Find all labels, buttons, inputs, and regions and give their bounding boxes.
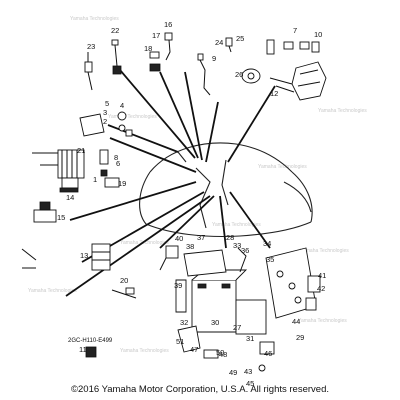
callout-42: 42 xyxy=(317,284,325,293)
callout-37: 37 xyxy=(197,233,205,242)
callout-25: 25 xyxy=(236,34,244,43)
part-22-sensor xyxy=(111,39,122,75)
watermark-text: Yamaha Technologies xyxy=(120,348,169,354)
part-24-grommet xyxy=(225,37,233,53)
callout-15: 15 xyxy=(57,213,65,222)
part-27-case xyxy=(235,299,267,335)
callout-32: 32 xyxy=(180,318,188,327)
callout-1: 1 xyxy=(93,175,97,184)
part-15-connector xyxy=(33,201,57,223)
callout-9: 9 xyxy=(212,54,216,63)
watermark-text: Yamaha Technologies xyxy=(120,240,169,246)
watermark-text: Yamaha Technologies xyxy=(298,318,347,324)
callout-48: 48 xyxy=(219,350,227,359)
callout-14: 14 xyxy=(66,193,74,202)
callout-18: 18 xyxy=(144,44,152,53)
callout-10: 10 xyxy=(314,30,322,39)
battery-tray xyxy=(191,269,248,333)
part-8-fuse-holder xyxy=(99,149,109,177)
watermark-text: Yamaha Technologies xyxy=(28,288,77,294)
callout-7: 7 xyxy=(293,26,297,35)
part-11-code-tag xyxy=(85,346,97,358)
callout-38: 38 xyxy=(186,242,194,251)
callout-16: 16 xyxy=(164,20,172,29)
callout-33: 33 xyxy=(233,241,241,250)
callout-40: 40 xyxy=(175,234,183,243)
callout-3: 3 xyxy=(103,108,107,117)
part-37-holder xyxy=(183,249,227,277)
callout-22: 22 xyxy=(111,26,119,35)
watermark-group: Yamaha Technologies Yamaha Technologies … xyxy=(28,16,367,354)
callout-43: 43 xyxy=(244,367,252,376)
part-18-clip xyxy=(149,51,161,72)
callout-47: 47 xyxy=(190,345,198,354)
leader-lines xyxy=(21,69,276,297)
part-39-bracket xyxy=(175,279,187,313)
watermark-text: Yamaha Technologies xyxy=(70,16,119,22)
callout-11: 11 xyxy=(79,345,87,354)
part-9-harness-lead xyxy=(197,53,211,96)
callout-19: 19 xyxy=(118,179,126,188)
callout-13: 13 xyxy=(80,251,88,260)
part-2-4-bolts xyxy=(79,111,133,137)
callout-50: 50 xyxy=(216,348,224,357)
callout-46: 46 xyxy=(264,349,272,358)
part-47-harness-clip xyxy=(177,325,201,353)
part-50-coupler xyxy=(203,349,219,359)
callout-28: 28 xyxy=(226,233,234,242)
callout-31: 31 xyxy=(246,334,254,343)
part-12-control-unit xyxy=(269,61,327,101)
callout-12: 12 xyxy=(270,89,278,98)
callout-5: 5 xyxy=(105,99,109,108)
callout-29: 29 xyxy=(296,333,304,342)
callout-8: 8 xyxy=(114,153,118,162)
part-code-label: 2GC-H110-E499 xyxy=(68,338,113,344)
callout-30: 30 xyxy=(211,318,219,327)
part-21-regulator xyxy=(57,149,85,193)
part-7-connector-set xyxy=(266,39,320,55)
callout-27: 27 xyxy=(233,323,241,332)
callout-51: 51 xyxy=(176,337,184,346)
part-23-wire-lead xyxy=(84,52,93,91)
part-19-clamp xyxy=(104,177,120,188)
part-20-stud xyxy=(111,287,137,299)
watermark-text: Yamaha Technologies xyxy=(300,248,349,254)
callout-34: 34 xyxy=(263,239,271,248)
callout-4: 4 xyxy=(120,101,124,110)
callout-21: 21 xyxy=(77,146,85,155)
copyright-notice: ©2016 Yamaha Motor Corporation, U.S.A. A… xyxy=(71,384,329,395)
part-45-bolt xyxy=(258,364,266,372)
callout-26: 26 xyxy=(235,70,243,79)
callout-44: 44 xyxy=(292,317,300,326)
callout-49: 49 xyxy=(229,368,237,377)
callout-36: 36 xyxy=(241,246,249,255)
part-13-connector-block xyxy=(91,243,111,271)
callout-2: 2 xyxy=(103,117,107,126)
part-44-relay xyxy=(259,341,275,355)
part-26-relay xyxy=(241,68,261,84)
callout-24: 24 xyxy=(215,38,223,47)
callout-23: 23 xyxy=(87,42,95,51)
watermark-text: Yamaha Technologies xyxy=(212,222,261,228)
callout-17: 17 xyxy=(152,31,160,40)
callout-39: 39 xyxy=(174,281,182,290)
part-16-bracket xyxy=(164,32,173,61)
callout-45: 45 xyxy=(246,379,254,388)
watermark-text: Yamaha Technologies xyxy=(108,114,157,120)
part-36-lead xyxy=(237,247,247,273)
part-42-connector xyxy=(305,275,321,311)
motorcycle-frame-outline xyxy=(139,142,313,238)
callout-41: 41 xyxy=(318,271,326,280)
callout-6: 6 xyxy=(116,159,120,168)
callout-20: 20 xyxy=(120,276,128,285)
part-40-sensor xyxy=(159,245,179,271)
watermark-text: Yamaha Technologies xyxy=(258,164,307,170)
watermark-text: Yamaha Technologies xyxy=(318,108,367,114)
callout-35: 35 xyxy=(266,255,274,264)
